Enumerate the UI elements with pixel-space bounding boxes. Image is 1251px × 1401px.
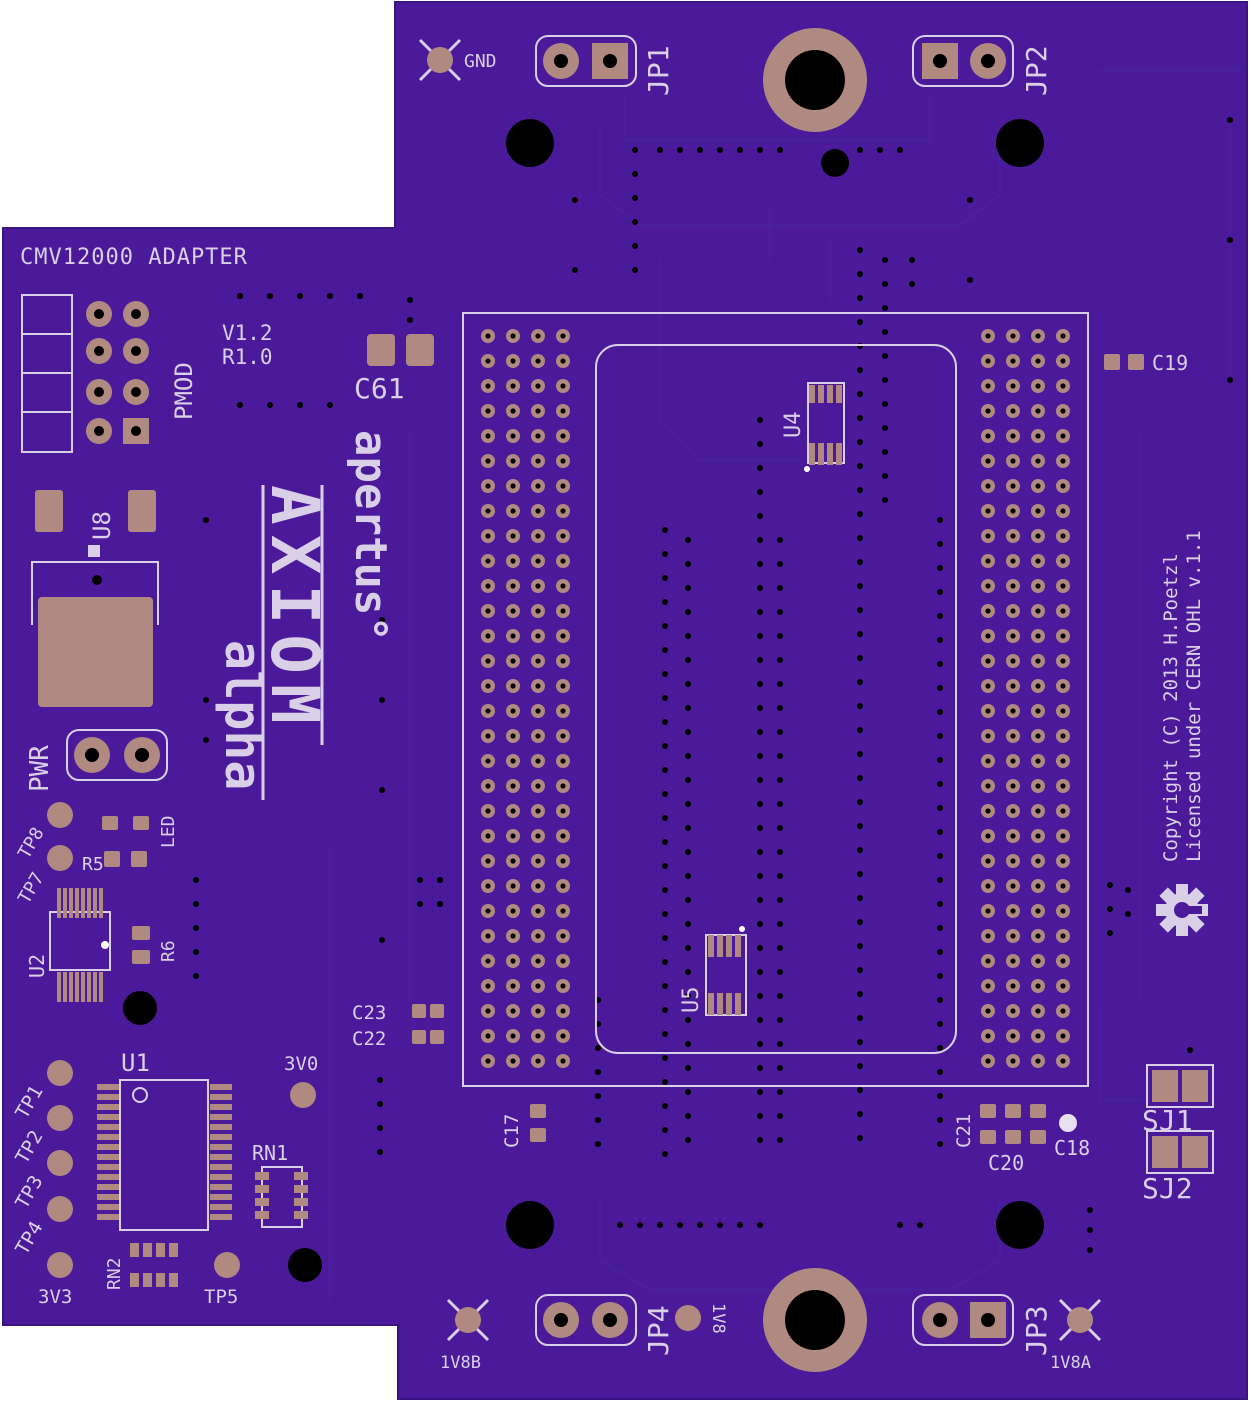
pwr-connector	[66, 729, 168, 781]
label-u1: U1	[121, 1049, 150, 1077]
mounting-holes	[123, 28, 1044, 1372]
label-jp3: JP3	[1020, 1305, 1053, 1356]
label-c19: C19	[1152, 351, 1188, 375]
label-jp1: JP1	[642, 45, 675, 96]
label-1v8: 1V8	[708, 1303, 728, 1334]
label-1v8a: 1V8A	[1050, 1353, 1091, 1373]
sensor-cutout-outline	[595, 344, 957, 1054]
label-u4: U4	[781, 412, 806, 439]
label-c20: C20	[988, 1151, 1024, 1175]
rn2-resistor-network	[130, 1243, 178, 1287]
label-u2: U2	[25, 954, 49, 978]
label-c21: C21	[953, 1114, 975, 1148]
tp7-pad	[47, 845, 73, 871]
label-pmod: PMOD	[170, 362, 198, 420]
label-c18: C18	[1054, 1136, 1090, 1160]
tp4-pad	[47, 1196, 73, 1222]
gear-icon	[1156, 884, 1208, 936]
jp2-header	[912, 35, 1014, 87]
copyright-line-2: Licensed under CERN OHL v.1.1	[1183, 530, 1205, 862]
label-sj2: SJ2	[1142, 1172, 1193, 1205]
label-1v8b: 1V8B	[440, 1353, 481, 1373]
sensor-pin-grid-left	[481, 329, 570, 1068]
logo-brand: apertus°	[345, 430, 396, 642]
board-title: CMV12000 ADAPTER	[20, 245, 248, 270]
r5-resistor	[104, 851, 147, 867]
label-tp5: TP5	[204, 1286, 238, 1308]
test-point-1v8a	[1058, 1298, 1102, 1342]
jp3-header	[912, 1294, 1014, 1346]
sensor-footprint-outline	[462, 312, 1089, 1087]
label-rn2: RN2	[104, 1257, 125, 1290]
sj1-solder-jumper	[1146, 1064, 1214, 1108]
test-point-1v8b	[446, 1298, 490, 1342]
c19-capacitor	[1104, 354, 1144, 370]
label-jp4: JP4	[642, 1305, 675, 1356]
label-3v0: 3V0	[284, 1053, 318, 1075]
led-indicator	[102, 816, 149, 830]
label-led: LED	[158, 815, 179, 848]
label-gnd: GND	[464, 51, 497, 72]
label-rn1: RN1	[252, 1141, 288, 1165]
label-sj1: SJ1	[1142, 1104, 1193, 1137]
c21-capacitor	[980, 1104, 996, 1144]
logo-product: AXIOM	[256, 485, 333, 734]
label-c22: C22	[352, 1028, 386, 1050]
jp1-header	[535, 35, 637, 87]
trace-layer	[328, 68, 1242, 1302]
sensor-pin-grid-right	[981, 329, 1070, 1068]
rn1-resistor-network	[255, 1166, 308, 1228]
u1-chip	[97, 1079, 232, 1231]
c22-capacitor	[412, 1030, 444, 1044]
tp8-pad	[47, 802, 73, 828]
label-u8: U8	[88, 511, 116, 540]
label-3v3: 3V3	[38, 1286, 72, 1308]
sj2-solder-jumper	[1146, 1130, 1214, 1174]
pmod-header	[21, 294, 149, 453]
c20-capacitor	[1005, 1104, 1046, 1144]
copyright-line-1: Copyright (C) 2013 H.Poetzl	[1160, 553, 1182, 862]
label-c17: C17	[501, 1114, 523, 1148]
label-pwr: PWR	[25, 745, 55, 792]
tp3-pad	[47, 1150, 73, 1176]
tp-3v3-pad	[47, 1252, 73, 1278]
jp4-header	[535, 1294, 637, 1346]
u8-regulator	[31, 490, 159, 707]
test-point-1v8	[675, 1305, 701, 1331]
c23-capacitor	[412, 1004, 444, 1018]
r6-resistor	[132, 926, 150, 964]
c17-capacitor	[530, 1104, 546, 1142]
tp-3v0-pad	[290, 1082, 316, 1108]
u2-chip	[49, 888, 111, 1002]
via-field	[193, 117, 1233, 1253]
u5-chip	[705, 926, 747, 1016]
c61-capacitor	[367, 334, 434, 366]
c18-fiducial	[1059, 1114, 1077, 1132]
board-revision: R1.0	[222, 345, 273, 369]
label-u5: U5	[679, 987, 704, 1014]
label-c61: C61	[354, 372, 405, 405]
label-c23: C23	[352, 1002, 386, 1024]
label-jp2: JP2	[1020, 45, 1053, 96]
logo-variant: alpha	[214, 640, 272, 791]
test-point-gnd	[418, 38, 462, 82]
u4-chip	[804, 382, 845, 472]
label-r5: R5	[82, 854, 104, 875]
tp1-pad	[47, 1060, 73, 1086]
label-r6: R6	[158, 940, 179, 962]
tp2-pad	[47, 1105, 73, 1131]
board-version: V1.2	[222, 321, 273, 345]
tp5-pad	[214, 1252, 240, 1278]
